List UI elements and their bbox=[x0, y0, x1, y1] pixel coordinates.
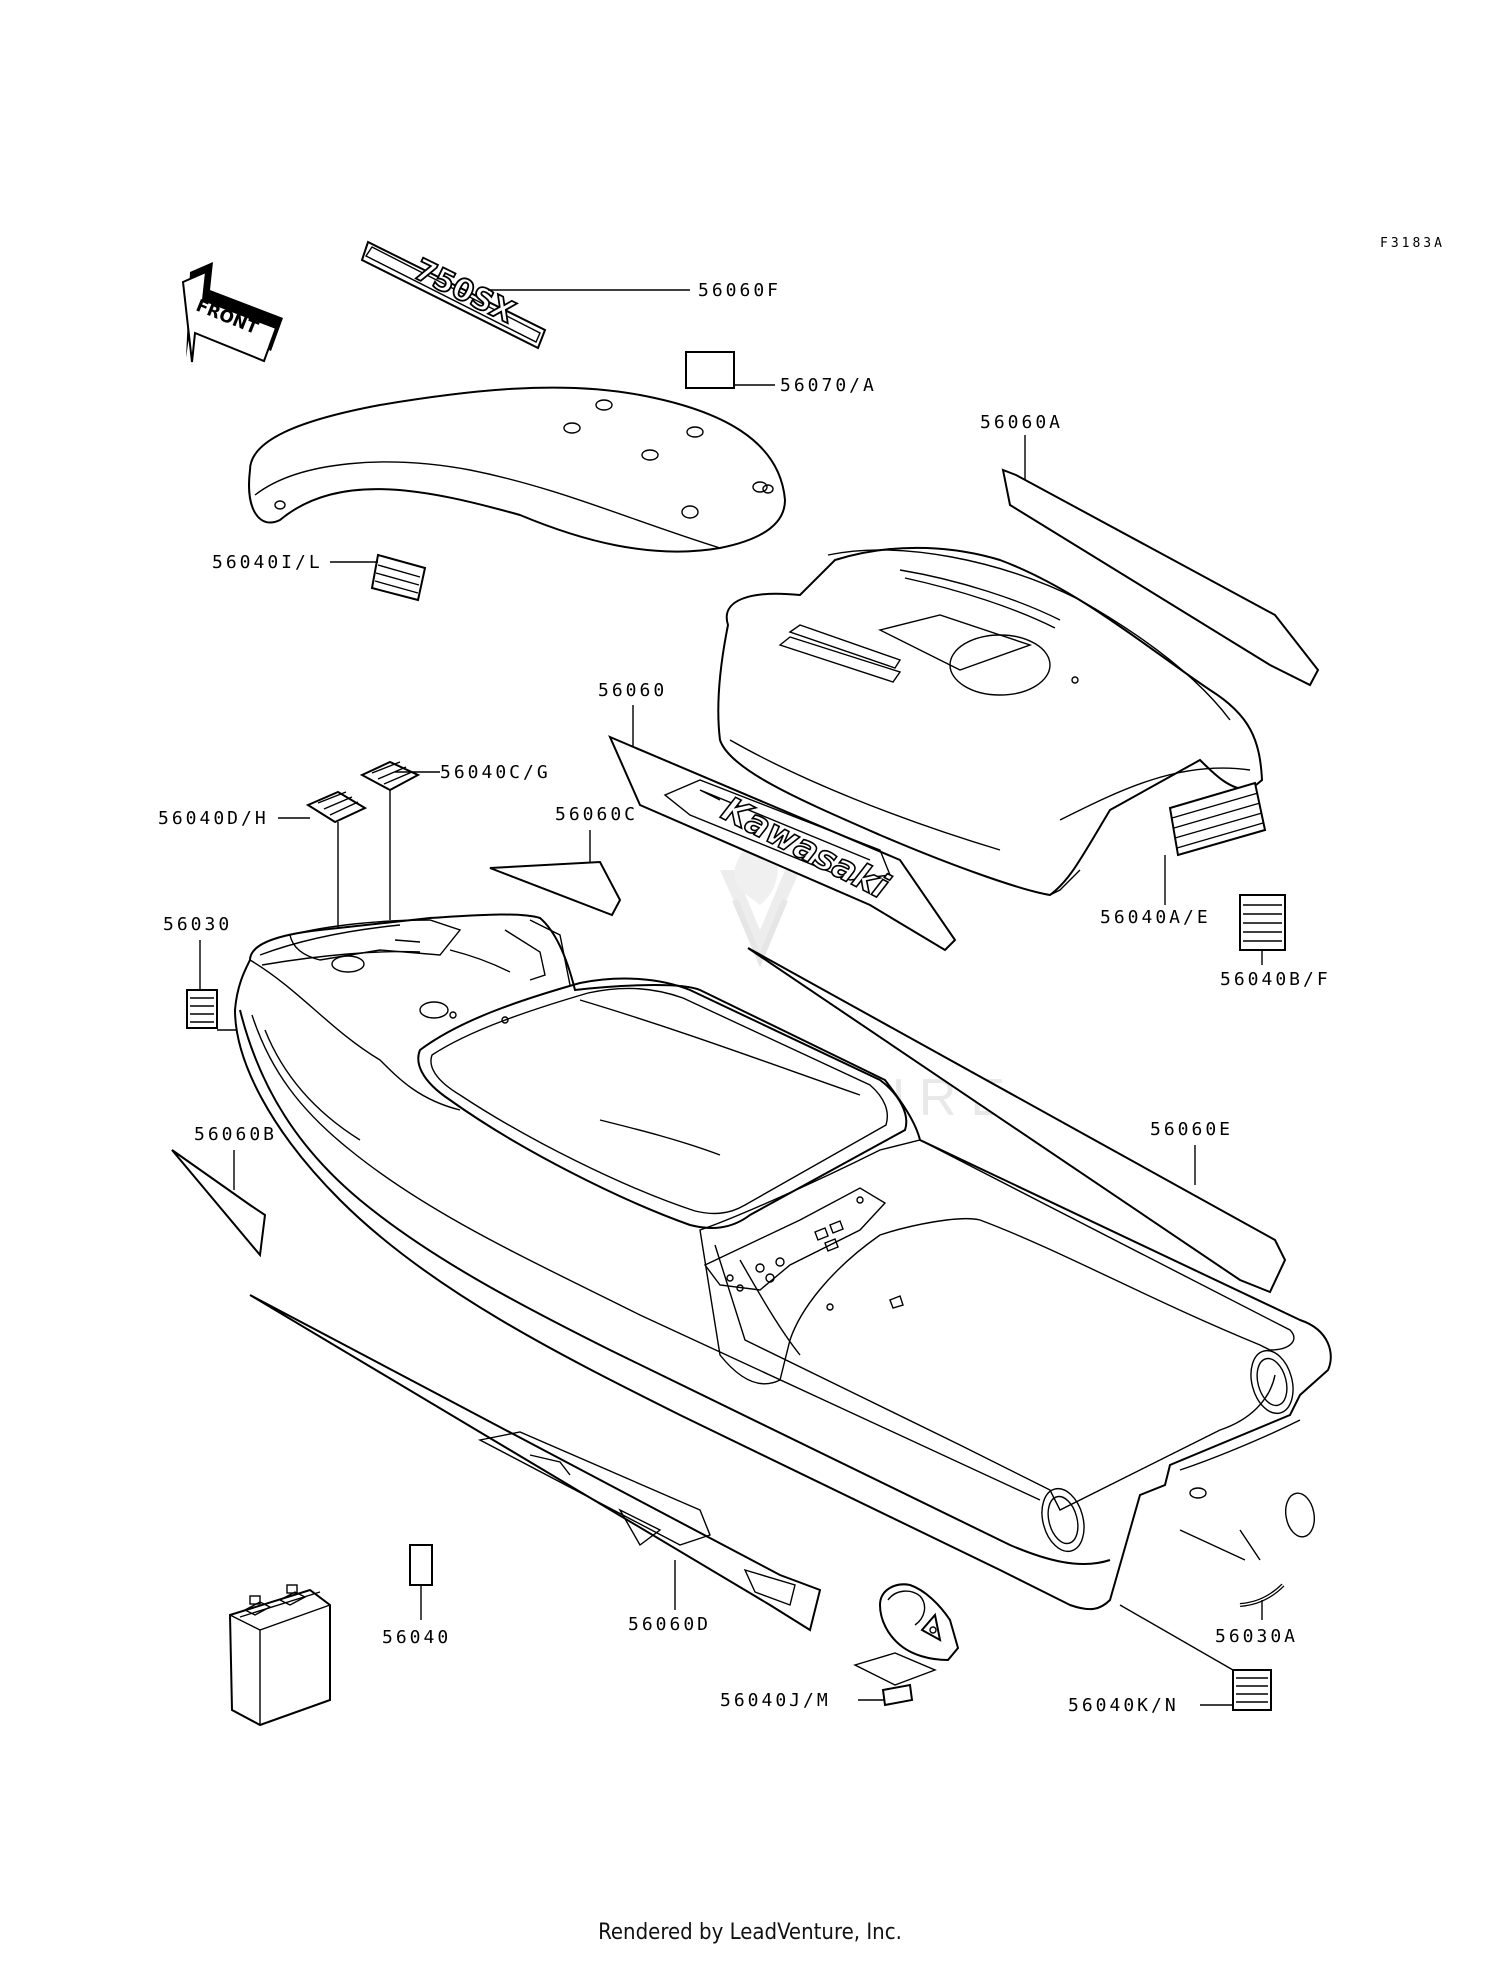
label-56040AE: 56040A/E bbox=[1100, 907, 1211, 928]
front-arrow-icon: FRONT bbox=[181, 262, 283, 363]
decal-56060a bbox=[1001, 468, 1320, 687]
label-56030: 56030 bbox=[163, 914, 232, 935]
label-56060A: 56060A bbox=[980, 412, 1063, 433]
label-56060E: 56060E bbox=[1150, 1119, 1233, 1140]
decal-56060c bbox=[489, 860, 622, 917]
diagram-code: F3183A bbox=[1380, 236, 1445, 251]
label-56040DH: 56040D/H bbox=[158, 808, 269, 829]
label-56040CG: 56040C/G bbox=[440, 762, 551, 783]
decal-56040kn bbox=[1232, 1669, 1272, 1711]
decal-56040il bbox=[370, 553, 427, 602]
decal-56040 bbox=[409, 1544, 433, 1586]
decal-56040bf bbox=[1239, 894, 1286, 951]
hood-cover bbox=[248, 386, 787, 553]
battery bbox=[228, 1584, 331, 1727]
label-56040JM: 56040J/M bbox=[720, 1690, 831, 1711]
label-56060F: 56060F bbox=[698, 280, 781, 301]
label-56060B: 56060B bbox=[194, 1124, 277, 1145]
emblem-decal-750sx: 750SX bbox=[360, 240, 547, 350]
decal-56060d bbox=[249, 1294, 822, 1632]
fuel-cap bbox=[878, 1583, 960, 1662]
label-56040IL: 56040I/L bbox=[212, 552, 323, 573]
decal-56030 bbox=[186, 989, 218, 1029]
label-56070A: 56070/A bbox=[780, 375, 877, 396]
decal-56040cg bbox=[359, 760, 421, 792]
label-56040BF: 56040B/F bbox=[1220, 969, 1331, 990]
rear-deck bbox=[717, 546, 1264, 897]
label-56060D: 56060D bbox=[628, 1614, 711, 1635]
hull bbox=[233, 913, 1332, 1611]
decal-56060b bbox=[171, 1149, 267, 1258]
decal-56040ae bbox=[1168, 781, 1267, 857]
decal-56070a bbox=[685, 351, 735, 389]
decal-56040dh bbox=[305, 790, 368, 824]
emblem-text: 750SX bbox=[408, 252, 520, 331]
label-56030A: 56030A bbox=[1215, 1626, 1298, 1647]
footer-credit: Rendered by LeadVenture, Inc. bbox=[598, 1920, 902, 1945]
label-56060C: 56060C bbox=[555, 804, 638, 825]
label-56040: 56040 bbox=[382, 1627, 451, 1648]
label-56040KN: 56040K/N bbox=[1068, 1695, 1179, 1716]
label-56060: 56060 bbox=[598, 680, 667, 701]
decal-56060e bbox=[747, 947, 1287, 1294]
